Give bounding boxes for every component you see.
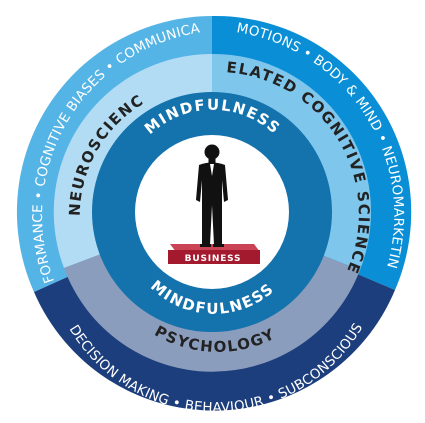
business-pedestal: BUSINESS [168, 244, 260, 264]
businessman-icon [196, 144, 228, 247]
pedestal-label: BUSINESS [185, 254, 242, 264]
